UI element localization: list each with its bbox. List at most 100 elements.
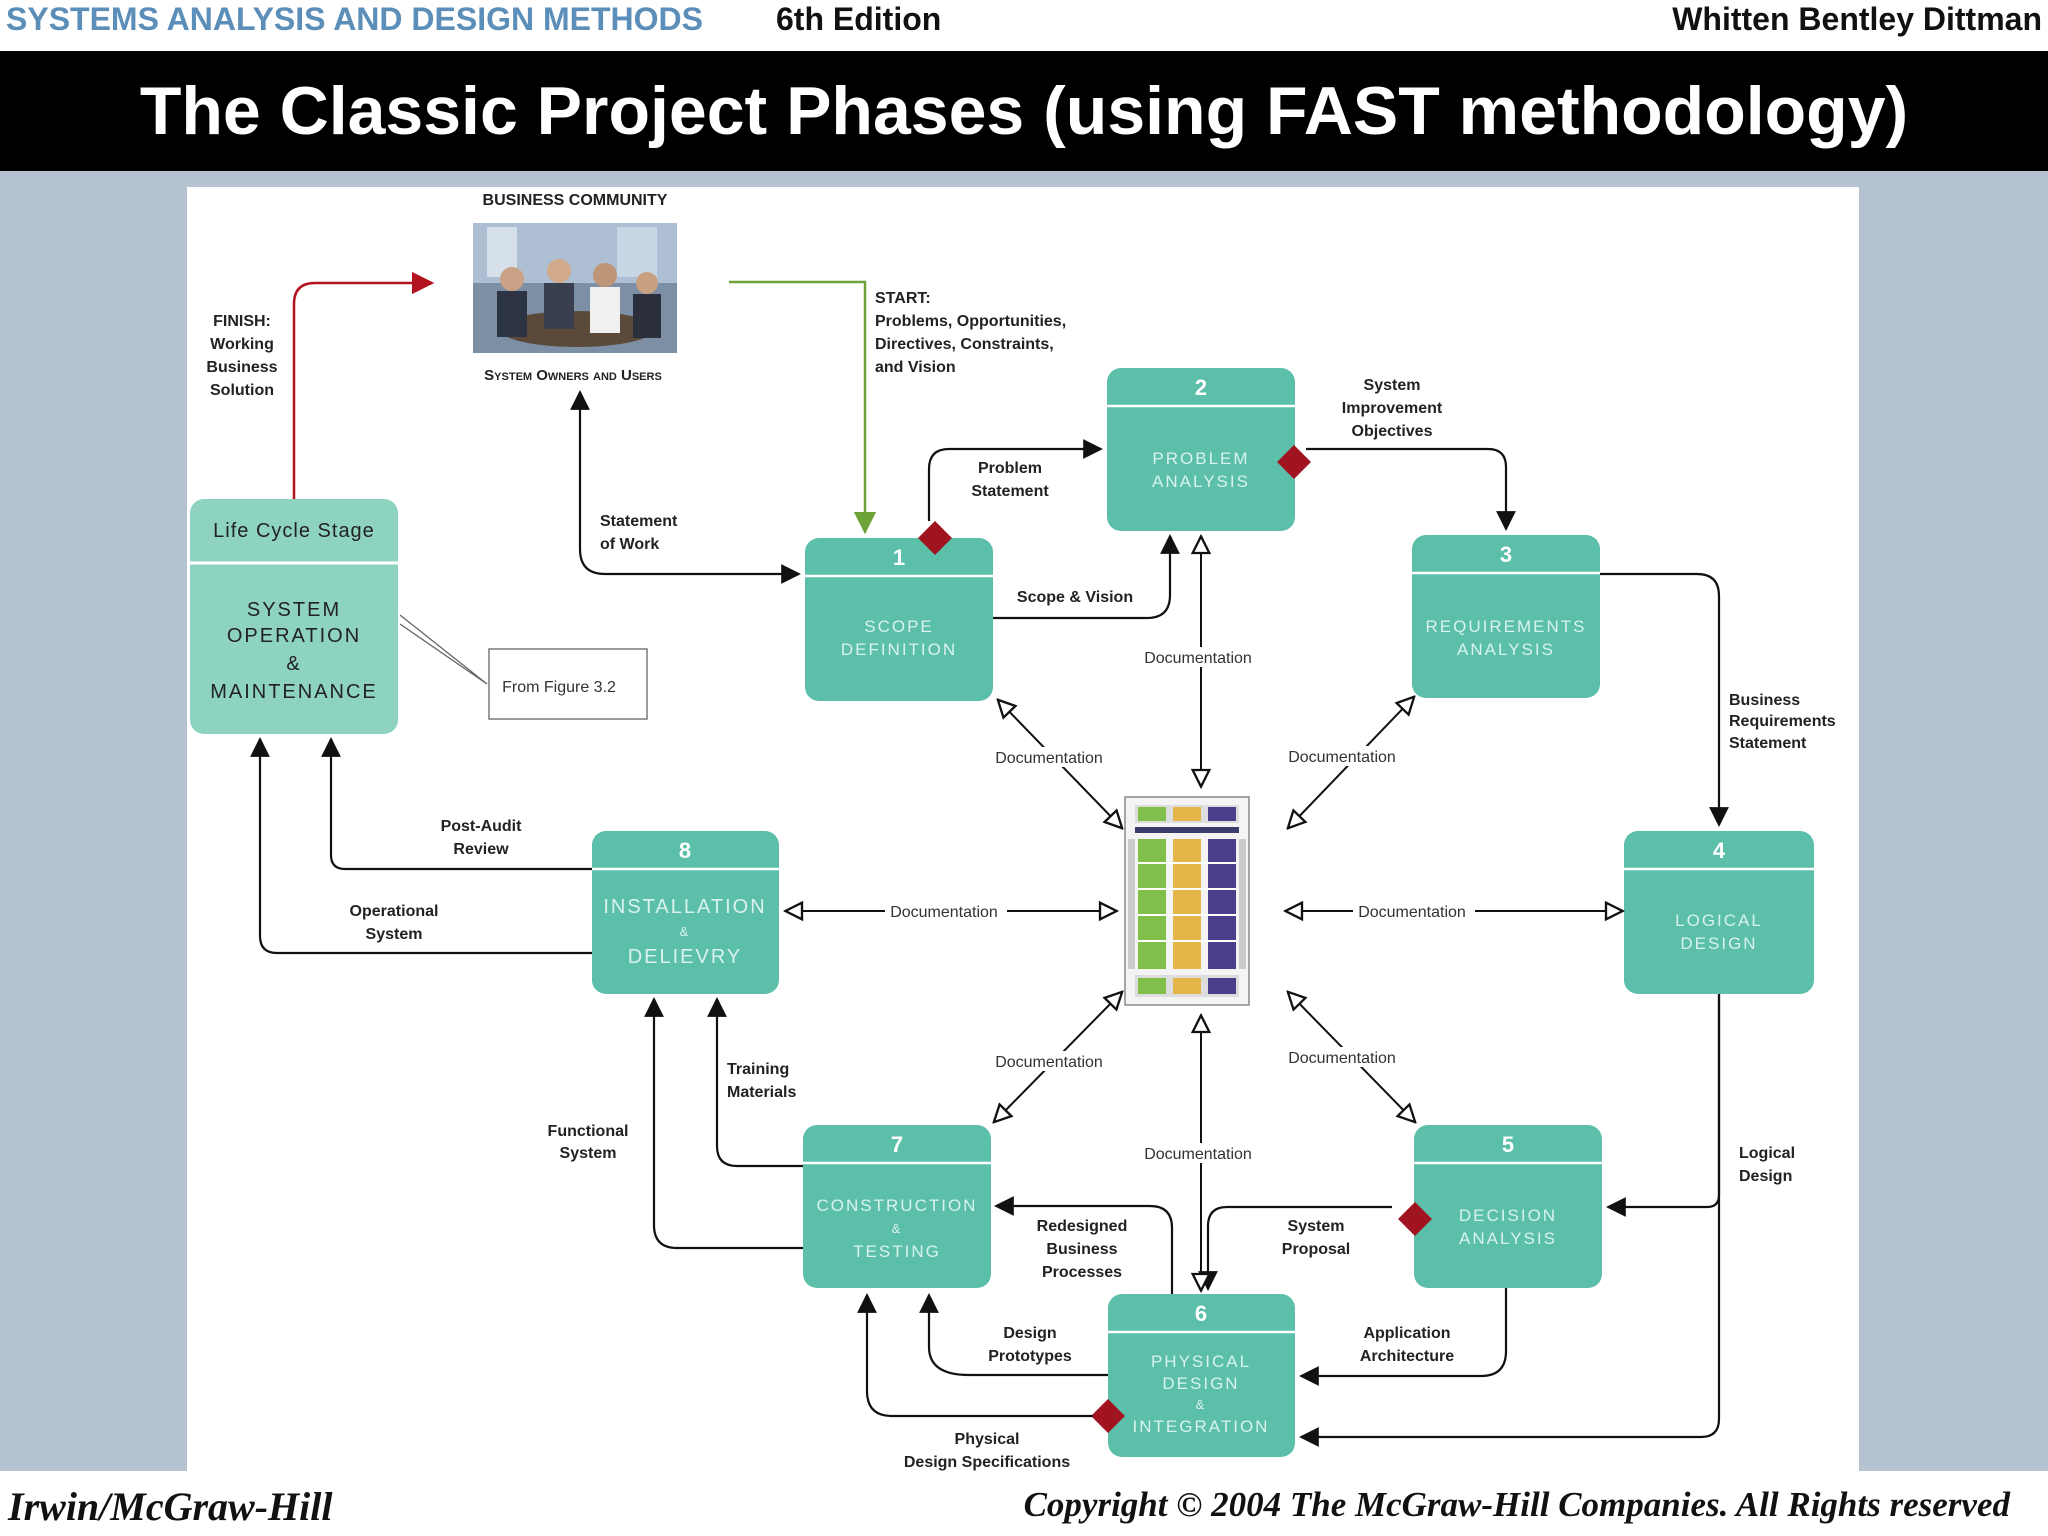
business-requirements-arrow <box>1600 572 1729 827</box>
book-title: SYSTEMS ANALYSIS AND DESIGN METHODS <box>6 1 703 37</box>
svg-text:Objectives: Objectives <box>1352 423 1433 440</box>
phase-2-box: 2 PROBLEM ANALYSIS <box>1107 368 1295 531</box>
svg-text:5: 5 <box>1502 1132 1514 1157</box>
svg-text:OPERATION: OPERATION <box>227 625 361 647</box>
svg-text:Business: Business <box>1046 1241 1117 1258</box>
finish-arrow <box>292 271 435 499</box>
publisher-label: Irwin/McGraw-Hill <box>8 1484 333 1529</box>
doc-label-lower-right: Documentation <box>1283 1047 1403 1067</box>
application-architecture-arrow <box>1299 1288 1508 1386</box>
svg-text:Application: Application <box>1363 1325 1450 1342</box>
svg-text:Documentation: Documentation <box>1288 749 1396 766</box>
from-figure-callout <box>488 648 648 720</box>
svg-text:Business: Business <box>1729 692 1800 709</box>
top-bar: SYSTEMS ANALYSIS AND DESIGN METHODS 6th … <box>0 0 2048 50</box>
svg-text:6: 6 <box>1195 1301 1207 1326</box>
svg-text:of Work: of Work <box>600 536 659 553</box>
copyright-label: Copyright © 2004 The McGraw-Hill Compani… <box>1023 1485 2010 1524</box>
svg-text:Design: Design <box>1739 1168 1792 1185</box>
diagram-canvas: BUSINESS COMMUNITY System Owners and Use… <box>190 192 1836 1471</box>
svg-text:Documentation: Documentation <box>1288 1050 1396 1067</box>
svg-text:Problem: Problem <box>978 460 1042 477</box>
svg-text:System: System <box>366 926 423 943</box>
doc-label-lower-left: Documentation <box>990 1051 1110 1071</box>
svg-text:Proposal: Proposal <box>1282 1241 1350 1258</box>
authors-label: Whitten Bentley Dittman <box>1672 1 2042 37</box>
svg-text:Review: Review <box>453 841 509 858</box>
svg-text:&: & <box>286 653 301 675</box>
svg-text:Working: Working <box>210 336 274 353</box>
callout-pointer <box>399 614 488 685</box>
svg-text:Requirements: Requirements <box>1729 713 1836 730</box>
svg-text:Physical: Physical <box>955 1431 1020 1448</box>
svg-text:Directives, Constraints,: Directives, Constraints, <box>875 336 1054 353</box>
svg-text:Design: Design <box>1003 1325 1056 1342</box>
svg-text:Improvement: Improvement <box>1342 400 1443 417</box>
doc-label-top: Documentation <box>1139 647 1259 667</box>
phase-7-box: 7 CONSTRUCTION & TESTING <box>803 1125 991 1288</box>
svg-text:Statement: Statement <box>600 513 678 530</box>
svg-text:Logical: Logical <box>1739 1145 1795 1162</box>
svg-text:Redesigned: Redesigned <box>1037 1218 1128 1235</box>
svg-text:Solution: Solution <box>210 382 274 399</box>
slide-title: The Classic Project Phases (using FAST m… <box>139 73 1909 149</box>
svg-text:Architecture: Architecture <box>1360 1348 1454 1365</box>
svg-text:LOGICAL: LOGICAL <box>1675 911 1763 930</box>
start-label: START: Problems, Opportunities, Directiv… <box>875 290 1066 376</box>
doc-label-bottom: Documentation <box>1139 1143 1259 1163</box>
doc-label-right: Documentation <box>1353 901 1475 921</box>
doc-label-upper-left: Documentation <box>990 747 1110 767</box>
svg-text:ANALYSIS: ANALYSIS <box>1152 472 1250 491</box>
svg-text:Documentation: Documentation <box>995 1054 1103 1071</box>
svg-text:CONSTRUCTION: CONSTRUCTION <box>817 1196 978 1215</box>
svg-text:8: 8 <box>679 838 691 863</box>
svg-text:&: & <box>892 1221 903 1236</box>
svg-text:ANALYSIS: ANALYSIS <box>1457 640 1555 659</box>
problem-statement-arrow <box>927 439 1103 521</box>
svg-text:Functional: Functional <box>548 1123 629 1140</box>
svg-text:Prototypes: Prototypes <box>988 1348 1072 1365</box>
statement-of-work-label: Statement of Work <box>600 513 678 553</box>
phase-3-box: 3 REQUIREMENTS ANALYSIS <box>1412 535 1600 698</box>
svg-text:Operational: Operational <box>350 903 439 920</box>
redesigned-processes-arrow <box>994 1196 1174 1294</box>
svg-text:2: 2 <box>1195 375 1207 400</box>
svg-text:System: System <box>1288 1218 1345 1235</box>
phase-1-box: 1 SCOPE DEFINITION <box>805 538 993 701</box>
post-audit-label: Post-Audit Review <box>441 818 523 858</box>
phase-6-box: 6 PHYSICAL DESIGN & INTEGRATION <box>1108 1294 1295 1457</box>
statement-of-work-arrow <box>570 390 801 584</box>
logical-design-label: Logical Design <box>1739 1145 1795 1185</box>
svg-text:Materials: Materials <box>727 1084 796 1101</box>
business-meeting-photo <box>473 223 677 353</box>
svg-text:Life Cycle Stage: Life Cycle Stage <box>213 520 375 542</box>
svg-text:System: System <box>1364 377 1421 394</box>
svg-text:&: & <box>680 924 691 939</box>
svg-text:DECISION: DECISION <box>1459 1206 1557 1225</box>
business-community-heading: BUSINESS COMMUNITY <box>483 192 668 209</box>
svg-text:Business: Business <box>206 359 277 376</box>
logical-to-physical-arrow <box>1299 994 1721 1447</box>
svg-text:REQUIREMENTS: REQUIREMENTS <box>1426 617 1587 636</box>
svg-text:TESTING: TESTING <box>853 1242 941 1261</box>
system-improvement-arrow <box>1306 447 1516 531</box>
svg-text:PHYSICAL: PHYSICAL <box>1151 1352 1251 1371</box>
system-owners-users-caption: System Owners and Users <box>484 367 662 384</box>
start-arrow <box>729 280 877 535</box>
operational-system-arrow <box>250 737 592 955</box>
diamond-phase-1 <box>918 521 952 555</box>
svg-text:Problems, Opportunities,: Problems, Opportunities, <box>875 313 1066 330</box>
footer: Irwin/McGraw-Hill Copyright © 2004 The M… <box>0 1471 2048 1536</box>
from-figure-text: From Figure 3.2 <box>502 679 616 696</box>
operational-system-label: Operational System <box>350 903 439 943</box>
finish-label: FINISH: Working Business Solution <box>206 313 277 399</box>
svg-text:Processes: Processes <box>1042 1264 1122 1281</box>
scope-vision-arrow <box>993 534 1180 620</box>
physical-specs-label: Physical Design Specifications <box>904 1431 1070 1471</box>
problem-statement-label: Problem Statement <box>971 460 1049 500</box>
svg-text:4: 4 <box>1713 838 1726 863</box>
svg-text:Documentation: Documentation <box>1358 904 1466 921</box>
svg-text:&: & <box>1196 1397 1207 1412</box>
training-materials-arrow <box>707 997 803 1168</box>
title-bar: The Classic Project Phases (using FAST m… <box>0 51 2048 171</box>
